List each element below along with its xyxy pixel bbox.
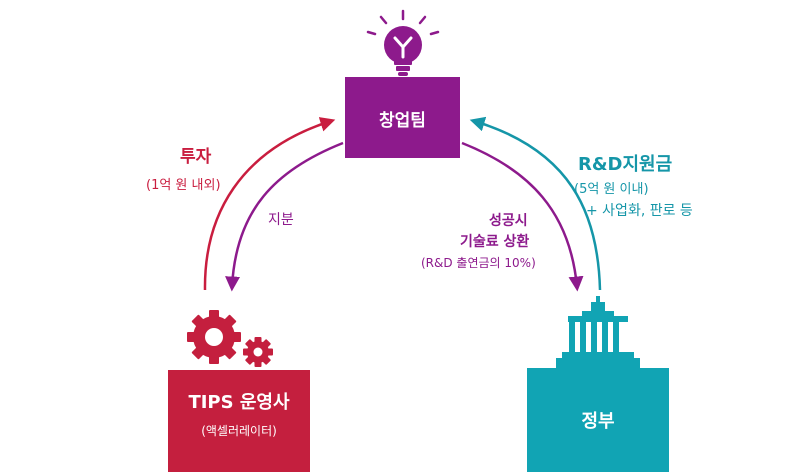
operator-sublabel: (액셀러레이터): [201, 424, 277, 438]
government-label: 정부: [581, 411, 615, 432]
government-building-icon: [556, 296, 640, 368]
startup-label: 창업팀: [379, 111, 426, 131]
royalty-note: (R&D 출연금의 10%): [421, 256, 536, 270]
investment-arrow: [203, 117, 336, 291]
startup-box: 창업팀: [345, 77, 460, 158]
operator-box: TIPS 운영사 (액셀러레이터): [168, 370, 310, 472]
equity-arrow: [225, 141, 344, 292]
equity-label: 지분: [268, 212, 294, 228]
rnd-title: R&D지원금: [578, 154, 673, 175]
gears-icon: [187, 310, 273, 367]
lightbulb-icon: [366, 9, 440, 36]
rnd-arrow: [469, 116, 602, 291]
investment-title: 투자: [180, 147, 212, 167]
royalty-arrow: [461, 141, 584, 292]
rnd-extra: + 사업화, 판로 등: [586, 203, 693, 219]
royalty-line1: 성공시: [489, 213, 528, 229]
operator-label: TIPS 운영사: [188, 392, 290, 413]
rnd-amount: (5억 원 이내): [574, 182, 649, 197]
investment-amount: (1억 원 내외): [146, 178, 221, 193]
government-box: 정부: [527, 368, 669, 472]
royalty-line2: 기술료 상환: [460, 234, 530, 250]
